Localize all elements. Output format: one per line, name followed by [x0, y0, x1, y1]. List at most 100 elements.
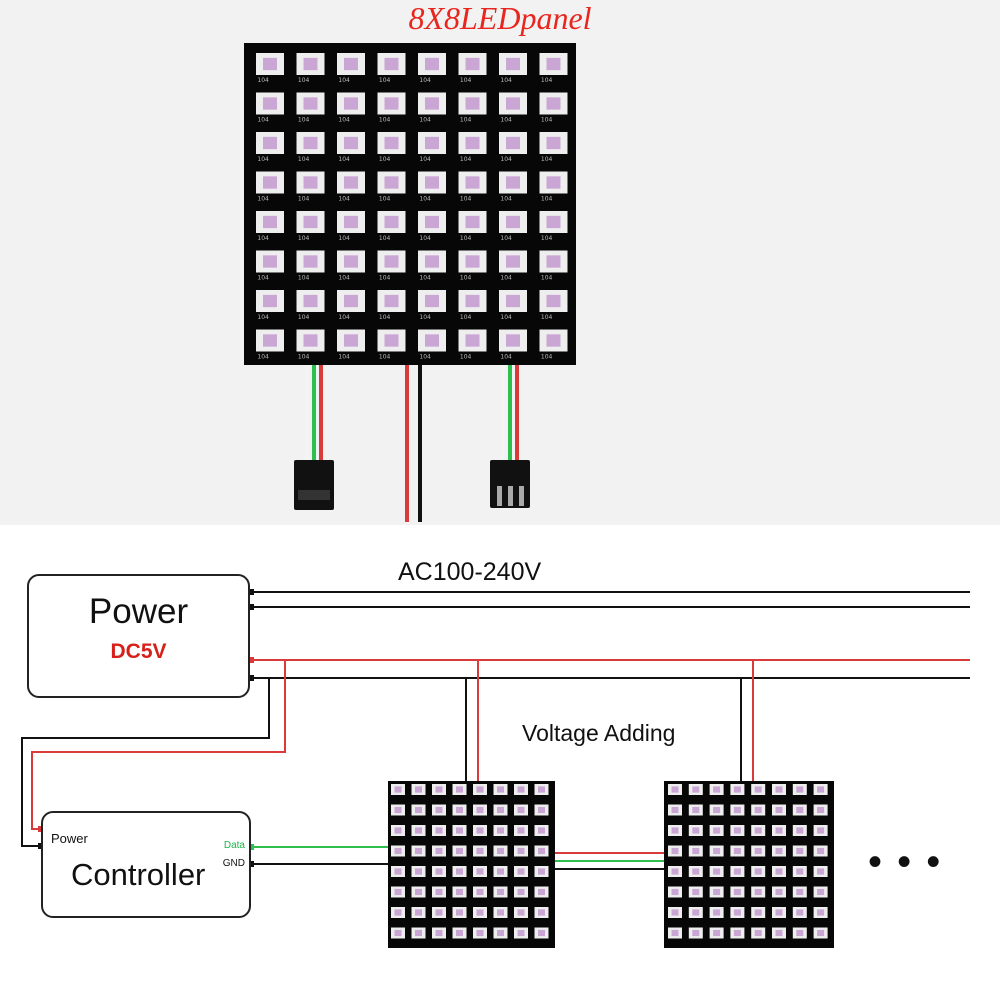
led-lens — [263, 97, 277, 110]
led-lens — [754, 827, 762, 834]
chip-label: 104 — [541, 354, 553, 361]
led-lens — [476, 827, 484, 834]
led-lens — [754, 909, 762, 916]
led-lens — [263, 136, 277, 150]
led-lens — [384, 97, 399, 110]
led-lens — [796, 847, 804, 855]
led-lens — [344, 255, 358, 268]
chip-label: 104 — [257, 275, 269, 282]
led-lens — [713, 929, 721, 937]
led-lens — [517, 909, 525, 916]
led-lens — [456, 827, 463, 834]
controller-data-label: Data — [223, 840, 245, 851]
led-lens — [517, 786, 525, 793]
led-lens — [775, 909, 783, 916]
led-lens — [796, 786, 804, 793]
led-lens — [817, 847, 825, 855]
led-lens — [394, 847, 402, 855]
chip-label: 104 — [541, 77, 553, 84]
chip-label: 104 — [419, 235, 431, 242]
chip-label: 104 — [460, 275, 472, 282]
led-lens — [303, 215, 318, 229]
led-lens — [775, 888, 783, 896]
led-lens — [754, 847, 762, 855]
led-lens — [546, 176, 561, 189]
led-lens — [538, 929, 545, 937]
power-supply-box: Power DC5V — [27, 574, 250, 698]
continuation-dots: • • • — [868, 840, 943, 884]
chip-label: 104 — [541, 196, 553, 203]
chip-label: 104 — [379, 235, 391, 242]
led-lens — [713, 909, 721, 916]
led-lens — [538, 847, 545, 855]
led-lens — [817, 909, 825, 916]
chip-label: 104 — [460, 235, 472, 242]
chip-label: 104 — [419, 117, 431, 124]
led-lens — [344, 176, 358, 189]
chip-label: 104 — [419, 354, 431, 361]
chip-label: 104 — [257, 354, 269, 361]
led-lens — [456, 929, 463, 937]
chip-label: 104 — [379, 156, 391, 163]
power-supply-title: Power — [88, 592, 189, 631]
led-lens — [394, 929, 402, 937]
led-lens — [775, 806, 783, 814]
chip-label: 104 — [298, 117, 310, 124]
led-lens — [456, 868, 463, 875]
led-lens — [517, 888, 525, 896]
chip-label: 104 — [379, 77, 391, 84]
led-lens — [692, 888, 700, 896]
led-lens — [425, 176, 439, 189]
led-lens — [415, 806, 422, 814]
chip-label: 104 — [541, 235, 553, 242]
chip-label: 104 — [257, 235, 269, 242]
led-lens — [506, 57, 520, 71]
led-lens — [517, 868, 525, 875]
chip-label: 104 — [298, 196, 310, 203]
led-lens — [546, 97, 561, 110]
led-lens — [538, 786, 545, 793]
led-lens — [733, 847, 741, 855]
led-lens — [817, 786, 825, 793]
led-lens — [692, 827, 700, 834]
chip-label: 104 — [500, 354, 512, 361]
led-lens — [733, 827, 741, 834]
led-lens — [435, 888, 443, 896]
led-lens — [538, 888, 545, 896]
led-lens — [517, 827, 525, 834]
chip-label: 104 — [500, 275, 512, 282]
led-lens — [415, 827, 422, 834]
led-lens — [754, 868, 762, 875]
led-lens — [692, 868, 700, 875]
led-lens — [546, 136, 561, 150]
led-lens — [465, 136, 480, 150]
chip-label: 104 — [338, 354, 350, 361]
led-lens — [506, 176, 520, 189]
dc-power-lines — [21, 659, 970, 847]
led-lens — [465, 57, 480, 71]
chip-label: 104 — [338, 314, 350, 321]
chip-label: 104 — [541, 275, 553, 282]
chip-label: 104 — [257, 117, 269, 124]
led-lens — [476, 929, 484, 937]
led-lens — [754, 786, 762, 793]
chip-label: 104 — [500, 314, 512, 321]
chip-label: 104 — [379, 354, 391, 361]
led-lens — [497, 806, 504, 814]
chip-label: 104 — [298, 156, 310, 163]
led-lens — [733, 888, 741, 896]
controller-title: Controller — [71, 857, 206, 892]
led-lens — [775, 847, 783, 855]
led-lens — [344, 334, 358, 347]
led-lens — [435, 929, 443, 937]
led-lens — [692, 786, 700, 793]
led-lens — [713, 806, 721, 814]
led-panel-pcb — [244, 43, 576, 365]
led-lens — [435, 806, 443, 814]
chip-label: 104 — [419, 275, 431, 282]
chip-label: 104 — [298, 235, 310, 242]
chip-label: 104 — [500, 77, 512, 84]
led-lens — [733, 868, 741, 875]
chip-label: 104 — [338, 196, 350, 203]
chip-label: 104 — [500, 156, 512, 163]
